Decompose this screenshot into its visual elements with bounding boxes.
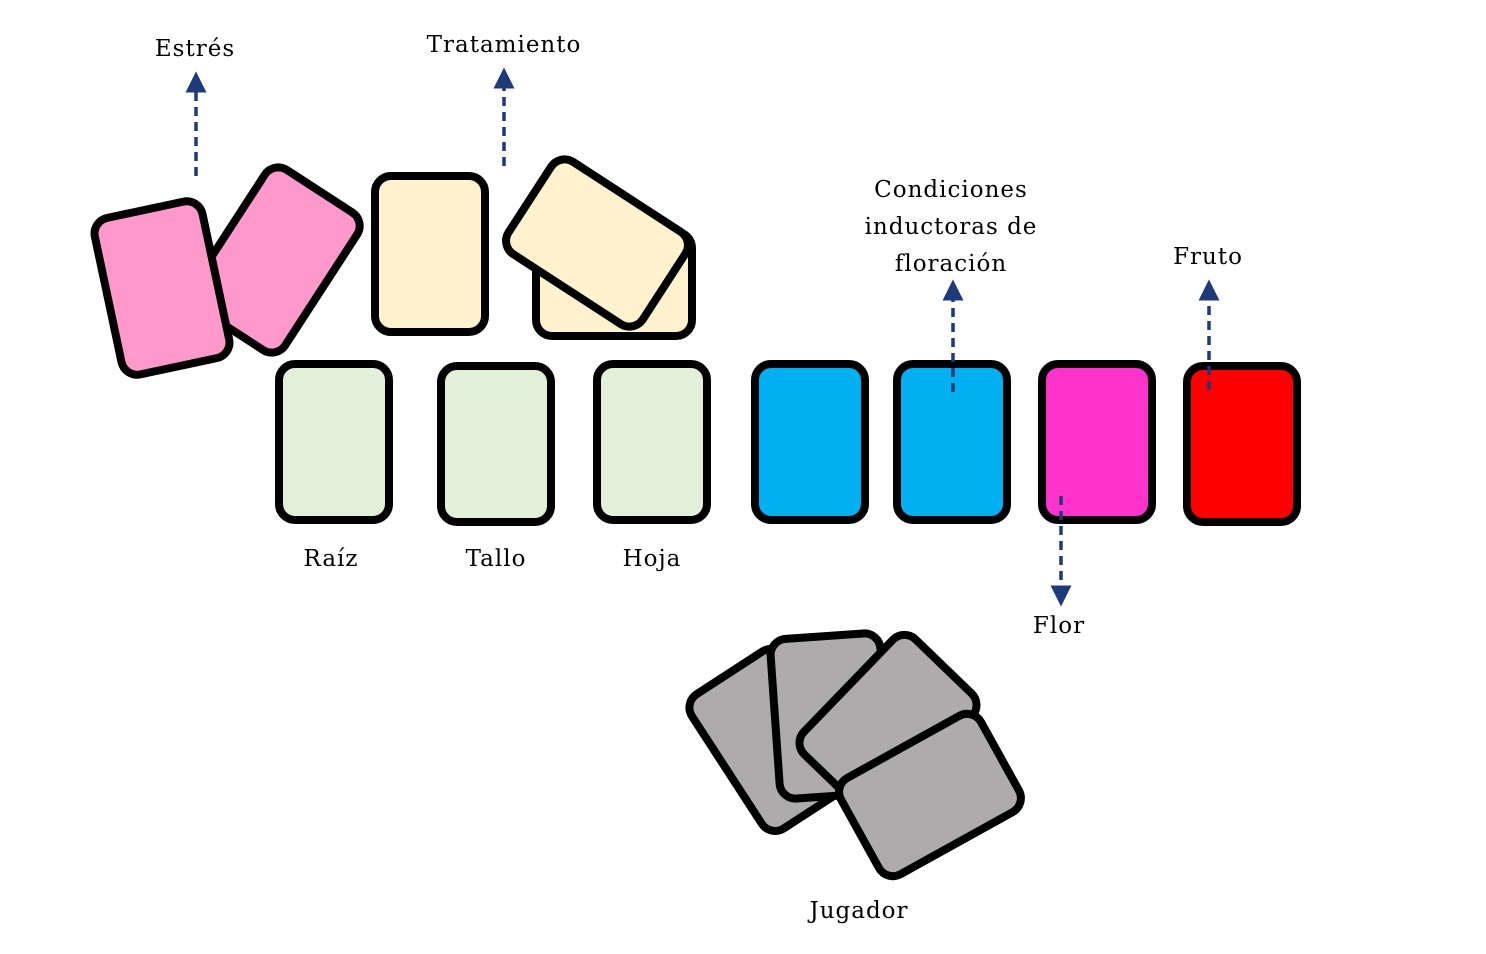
fruto-card[interactable] — [1183, 362, 1301, 526]
condiciones-label: Condiciones inductoras de floración — [865, 172, 1038, 283]
arrows — [185, 67, 1220, 607]
condiciones-line-1: Condiciones — [874, 177, 1028, 203]
card-row — [275, 360, 1301, 526]
jugador-hand[interactable] — [683, 628, 1026, 882]
estres-pile[interactable] — [90, 161, 366, 379]
tallo-card[interactable] — [437, 362, 555, 526]
raiz-label: Raíz — [303, 546, 359, 572]
tratamiento-label: Tratamiento — [426, 32, 582, 58]
condiciones-line-2: inductoras de — [864, 214, 1038, 240]
condicion-card[interactable] — [893, 360, 1011, 524]
tallo-label: Tallo — [465, 546, 527, 572]
hoja-label: Hoja — [622, 546, 682, 572]
tratamiento-pile[interactable] — [371, 153, 696, 340]
estres-label: Estrés — [154, 36, 236, 62]
tratamiento-card[interactable] — [371, 172, 489, 336]
fruto-label: Fruto — [1173, 244, 1243, 270]
tratamiento-card[interactable] — [500, 153, 694, 332]
estres-card[interactable] — [90, 197, 234, 379]
flor-card[interactable] — [1038, 360, 1156, 524]
hoja-card[interactable] — [593, 360, 711, 524]
condiciones-line-3: floración — [894, 251, 1008, 277]
jugador-label: Jugador — [809, 898, 909, 924]
raiz-card[interactable] — [275, 360, 393, 524]
condicion-card[interactable] — [751, 360, 869, 524]
flor-label: Flor — [1032, 613, 1086, 639]
jugador-card[interactable] — [833, 708, 1026, 882]
